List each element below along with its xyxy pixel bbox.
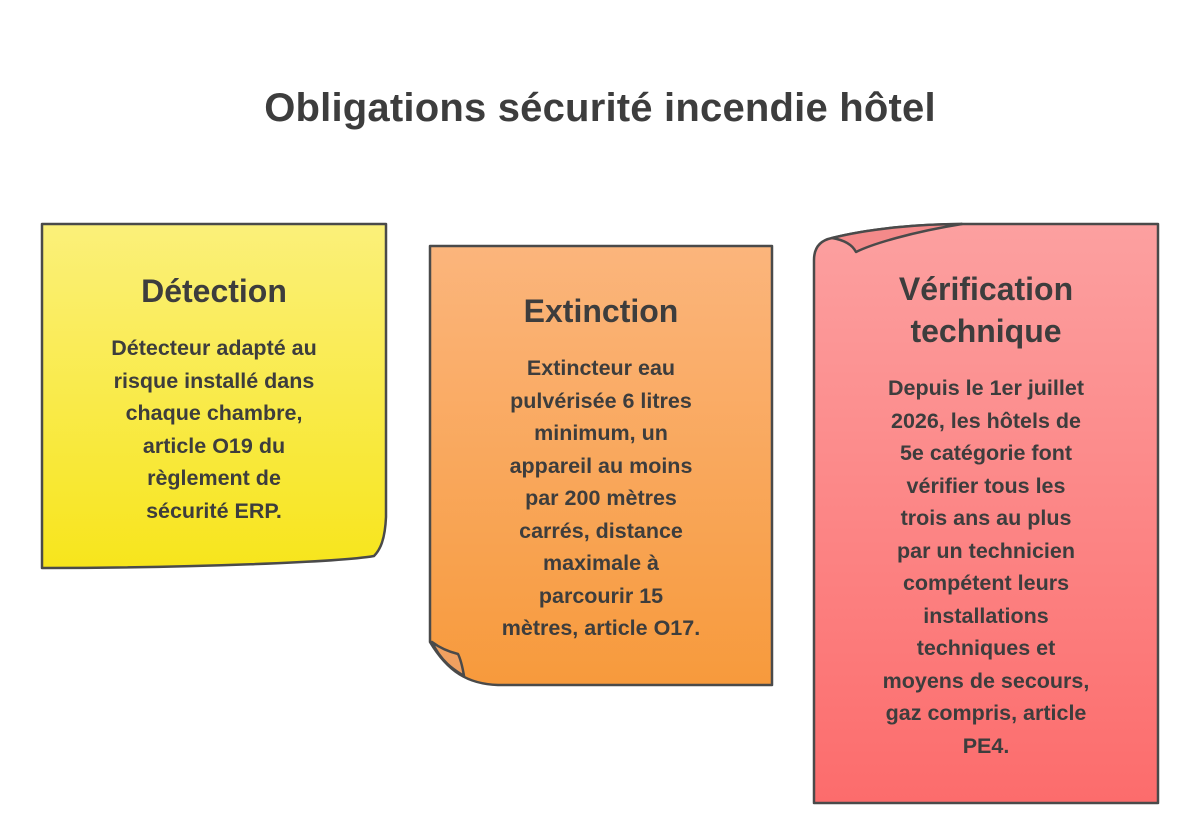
verification-heading: Vérification technique	[898, 271, 1074, 349]
detection-text: Détecteur adapté au risque installé dans…	[111, 336, 317, 523]
verification-note: Vérification technique Depuis le 1er jui…	[812, 222, 1160, 806]
extinction-note: Extinction Extincteur eau pulvérisée 6 l…	[428, 244, 774, 688]
detection-heading: Détection	[141, 273, 287, 309]
extinction-text: Extincteur eau pulvérisée 6 litres minim…	[501, 356, 701, 640]
extinction-note-shape	[428, 244, 774, 687]
verification-note-shape	[812, 222, 1160, 805]
extinction-heading: Extinction	[523, 293, 679, 329]
verification-text: Depuis le 1er juillet 2026, les hôtels d…	[882, 376, 1090, 758]
diagram-title: Obligations sécurité incendie hôtel	[264, 86, 936, 130]
detection-note: Détection Détecteur adapté au risque ins…	[40, 222, 388, 571]
detection-note-shape	[40, 222, 388, 570]
